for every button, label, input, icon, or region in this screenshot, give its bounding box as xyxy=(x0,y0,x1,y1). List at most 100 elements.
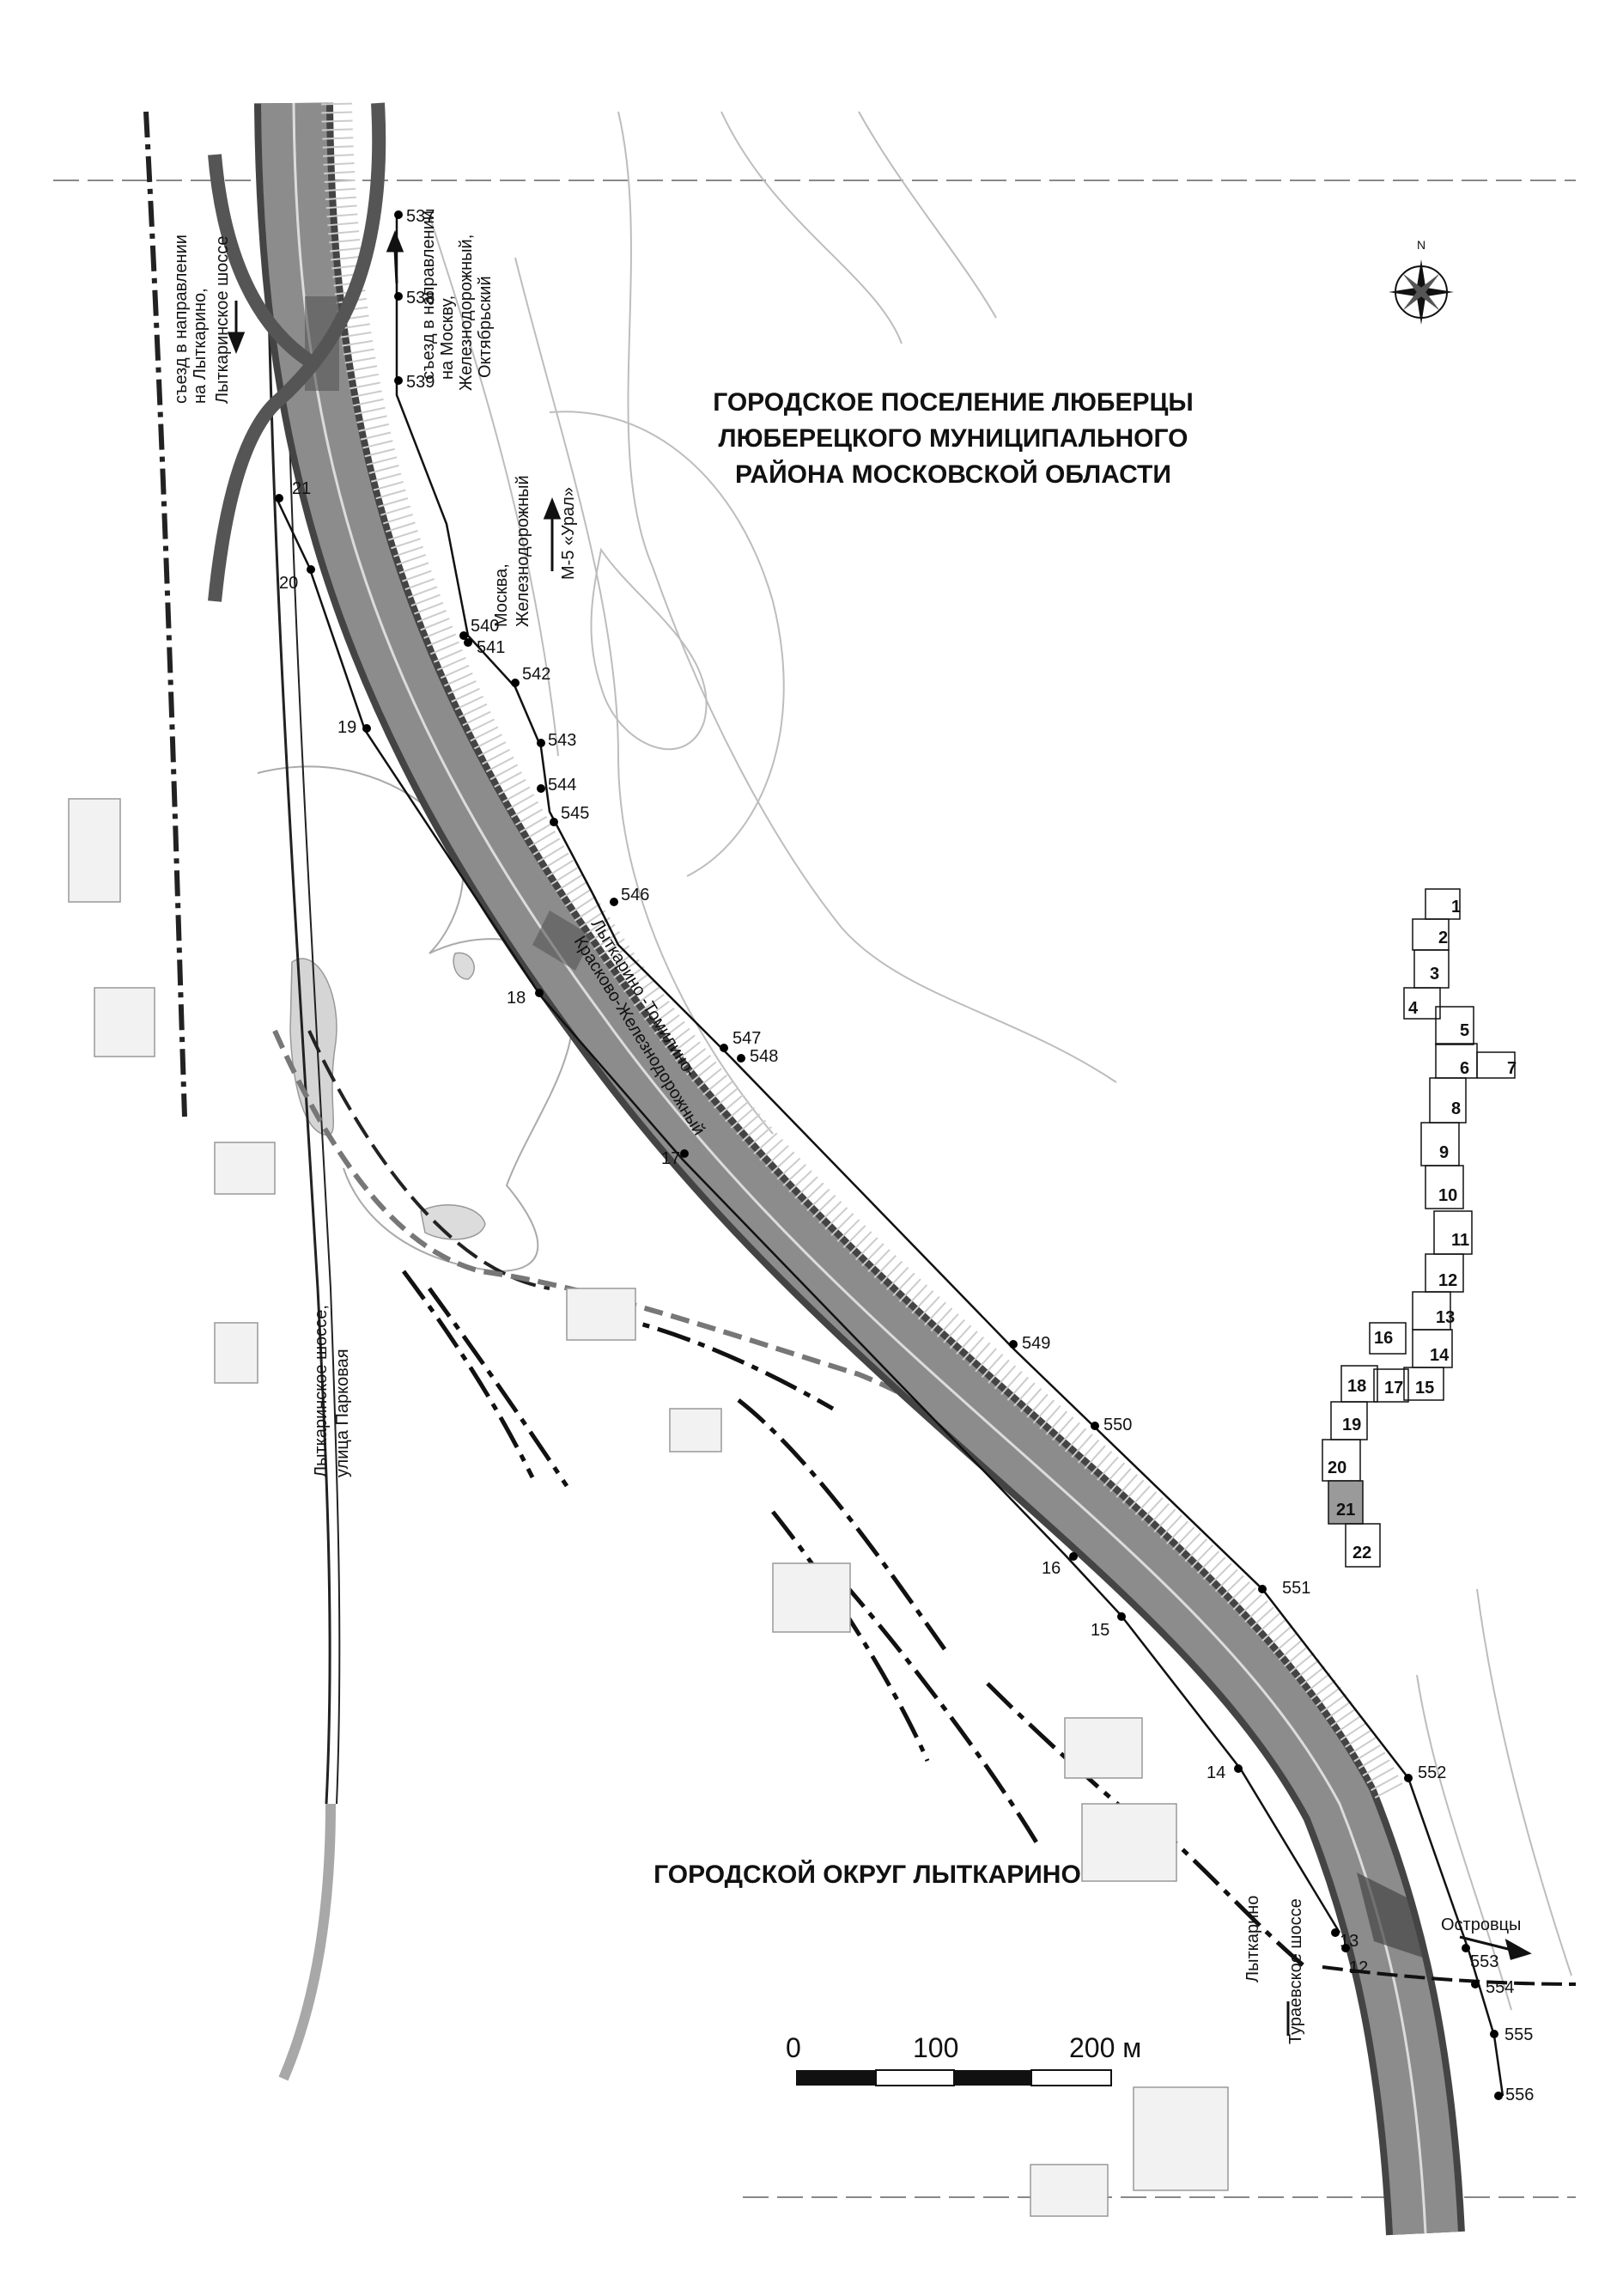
svg-text:556: 556 xyxy=(1505,2086,1534,2104)
label-exit-lytkarino-1: съезд в направлении xyxy=(172,234,191,404)
svg-text:544: 544 xyxy=(548,776,576,795)
svg-text:552: 552 xyxy=(1418,1763,1446,1782)
scale-label-200: 200 м xyxy=(1069,2032,1141,2063)
point-21: 21 xyxy=(275,479,311,502)
svg-text:19: 19 xyxy=(337,718,356,737)
pond-small xyxy=(453,952,475,980)
point-555: 555 xyxy=(1490,2025,1533,2044)
boundary-east xyxy=(395,215,1504,2097)
svg-text:554: 554 xyxy=(1486,1978,1514,1997)
point-548: 548 xyxy=(737,1047,778,1066)
direction-arrows xyxy=(227,229,1532,2036)
svg-text:18: 18 xyxy=(1347,1377,1366,1396)
svg-text:17: 17 xyxy=(1384,1379,1403,1398)
label-exit-moscow-3: Железнодорожный, xyxy=(457,234,476,391)
svg-text:15: 15 xyxy=(1091,1621,1109,1640)
scale-label-0: 0 xyxy=(786,2032,801,2063)
scale-bar: 0 100 200 м xyxy=(786,2032,1141,2086)
svg-text:555: 555 xyxy=(1504,2025,1533,2044)
point-12: 12 xyxy=(1341,1944,1368,1977)
svg-text:12: 12 xyxy=(1438,1271,1457,1290)
svg-text:551: 551 xyxy=(1282,1579,1310,1598)
boundary-west xyxy=(275,497,1341,1934)
point-547: 547 xyxy=(720,1029,761,1052)
label-moscow-zhel-1: Москва, xyxy=(492,563,511,627)
label-exit-lytkarino-2: на Лыткарино, xyxy=(191,288,210,404)
svg-text:4: 4 xyxy=(1408,999,1419,1018)
svg-text:9: 9 xyxy=(1439,1143,1449,1162)
svg-text:1: 1 xyxy=(1451,898,1461,917)
point-549: 549 xyxy=(1009,1334,1050,1353)
svg-text:547: 547 xyxy=(732,1029,761,1048)
svg-text:3: 3 xyxy=(1430,965,1439,984)
svg-text:540: 540 xyxy=(471,617,499,636)
svg-text:2: 2 xyxy=(1438,929,1448,947)
point-543: 543 xyxy=(537,731,576,750)
svg-text:12: 12 xyxy=(1349,1958,1368,1977)
compass-north-label: N xyxy=(1417,238,1425,252)
compass-rose: N xyxy=(1389,238,1454,325)
point-544: 544 xyxy=(537,776,576,795)
label-park-street-1: Лыткаринское шоссе, xyxy=(312,1305,331,1477)
svg-text:18: 18 xyxy=(507,989,526,1008)
svg-text:21: 21 xyxy=(1336,1501,1355,1520)
svg-text:19: 19 xyxy=(1342,1416,1361,1434)
point-16: 16 xyxy=(1042,1552,1078,1578)
svg-text:21: 21 xyxy=(292,479,311,498)
point-17: 17 xyxy=(661,1149,689,1168)
label-moscow-zhel-2: Железнодорожный xyxy=(514,475,532,627)
point-19: 19 xyxy=(337,718,371,737)
point-14: 14 xyxy=(1207,1763,1243,1782)
point-551: 551 xyxy=(1258,1579,1310,1598)
point-540: 540 xyxy=(459,617,499,640)
point-18: 18 xyxy=(507,989,544,1008)
svg-text:537: 537 xyxy=(406,207,435,226)
point-538: 538 xyxy=(394,289,435,308)
buildings xyxy=(68,798,1229,2217)
bridge-mid xyxy=(532,910,593,971)
svg-text:20: 20 xyxy=(279,574,298,593)
bridge-south xyxy=(1357,1873,1425,1958)
point-20: 20 xyxy=(279,565,315,593)
label-exit-lytkarino-3: Лыткаринское шоссе xyxy=(213,236,232,404)
svg-text:11: 11 xyxy=(1451,1231,1469,1250)
svg-text:ГОРОДСКОЕ ПОСЕЛЕНИЕ ЛЮБЕРЦЫ: ГОРОДСКОЕ ПОСЕЛЕНИЕ ЛЮБЕРЦЫ xyxy=(713,388,1194,417)
svg-text:543: 543 xyxy=(548,731,576,750)
svg-text:5: 5 xyxy=(1460,1021,1469,1040)
ostrovtsy-road xyxy=(1322,1965,1577,1986)
svg-text:541: 541 xyxy=(477,638,505,657)
label-exit-moscow-1: съезд в направлении xyxy=(419,210,438,380)
svg-text:553: 553 xyxy=(1470,1952,1498,1971)
svg-text:22: 22 xyxy=(1352,1544,1371,1562)
svg-text:20: 20 xyxy=(1328,1459,1346,1477)
point-552: 552 xyxy=(1404,1763,1446,1782)
svg-text:15: 15 xyxy=(1415,1379,1434,1398)
label-lytkarino: Лыткарино xyxy=(1243,1896,1262,1982)
svg-text:10: 10 xyxy=(1438,1186,1457,1205)
svg-text:14: 14 xyxy=(1207,1763,1225,1782)
svg-text:542: 542 xyxy=(522,665,550,684)
ramps xyxy=(208,102,386,602)
point-541: 541 xyxy=(464,638,505,657)
svg-text:16: 16 xyxy=(1374,1329,1393,1348)
label-exit-moscow-2: на Москву, xyxy=(438,295,457,380)
point-15: 15 xyxy=(1091,1612,1126,1640)
point-550: 550 xyxy=(1091,1416,1132,1434)
district-lytkarino: ГОРОДСКОЙ ОКРУГ ЛЫТКАРИНО xyxy=(653,1860,1081,1889)
svg-text:538: 538 xyxy=(406,289,435,308)
point-546: 546 xyxy=(610,886,649,906)
svg-text:546: 546 xyxy=(621,886,649,904)
svg-text:РАЙОНА МОСКОВСКОЙ ОБЛАСТИ: РАЙОНА МОСКОВСКОЙ ОБЛАСТИ xyxy=(735,460,1171,489)
svg-text:548: 548 xyxy=(750,1047,778,1066)
points-east: 537 538 539 540 541 542 543 544 545 546 … xyxy=(394,207,1534,2104)
svg-text:13: 13 xyxy=(1436,1308,1455,1327)
point-553: 553 xyxy=(1462,1944,1498,1971)
label-turaevskoe: Тураевское шоссе xyxy=(1286,1898,1305,2044)
point-545: 545 xyxy=(550,804,589,826)
point-542: 542 xyxy=(511,665,550,687)
district-lyubertsy: ГОРОДСКОЕ ПОСЕЛЕНИЕ ЛЮБЕРЦЫ ЛЮБЕРЕЦКОГО … xyxy=(713,388,1194,489)
lytkarino-road-gray xyxy=(278,1803,336,2081)
svg-text:14: 14 xyxy=(1430,1346,1450,1365)
svg-text:8: 8 xyxy=(1451,1099,1461,1118)
